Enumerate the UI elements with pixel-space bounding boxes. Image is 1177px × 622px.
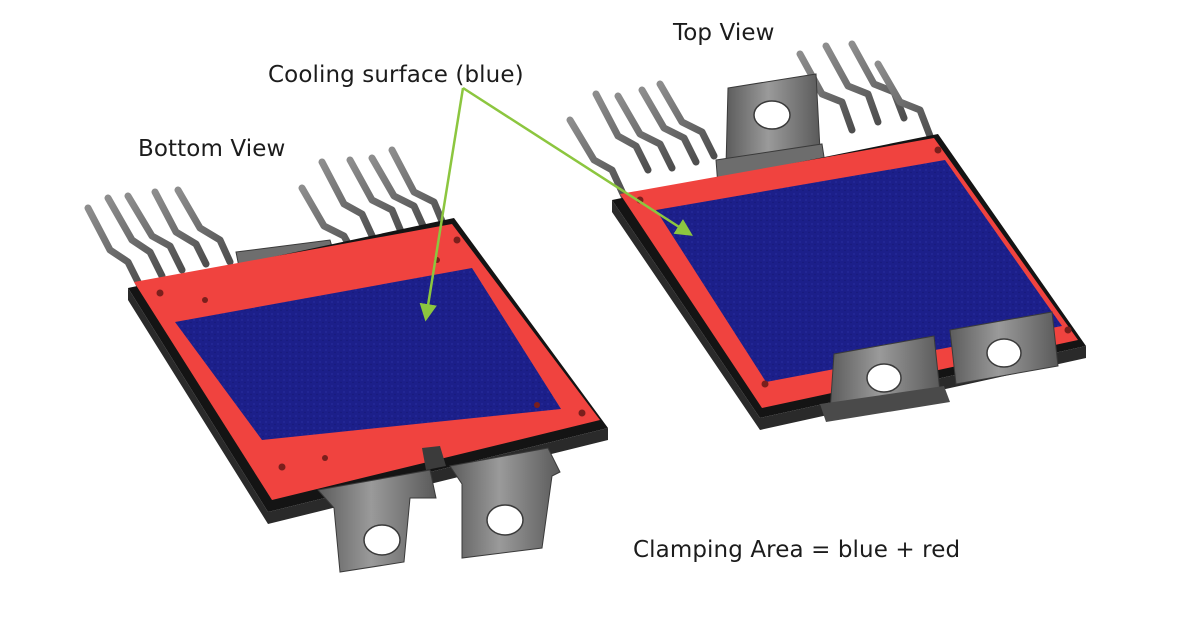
top-view-label: Top View: [673, 20, 775, 46]
cooling-surface-label: Cooling surface (blue): [268, 62, 524, 88]
top-view-pins: [566, 40, 934, 200]
bottom-view-pins: [84, 146, 448, 290]
cooling-surface-arrows: [419, 86, 693, 322]
top-view-front-tabs: [820, 311, 1059, 422]
top-view-cooling-surface: [656, 160, 1062, 382]
arrow-to-bottom-view-cooling-surface: [419, 87, 465, 322]
bottom-view-mount-dots: [156, 236, 586, 471]
clamping-area-label: Clamping Area = blue + red: [633, 537, 961, 563]
bottom-view-front-tabs: [317, 446, 561, 573]
arrow-to-top-view-cooling-surface: [462, 86, 693, 236]
bottom-view-label: Bottom View: [138, 136, 286, 162]
bottom-view-cooling-surface: [175, 268, 561, 440]
bottom-view-module: [84, 146, 608, 573]
top-view-module: [566, 40, 1086, 430]
